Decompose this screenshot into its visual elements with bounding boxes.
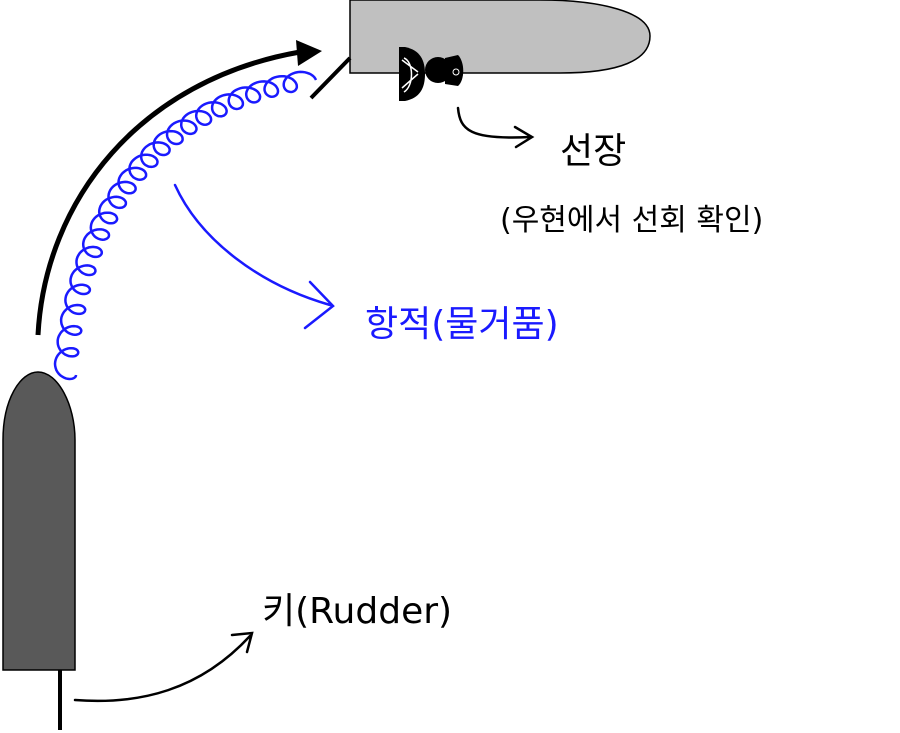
wake-spiral (53, 70, 318, 381)
ship-before-turn (2, 371, 76, 671)
ship-after-turn (349, 0, 651, 74)
rudder-label: 키(Rudder) (262, 591, 453, 632)
rudder-after-turn (309, 56, 352, 100)
captain-arrow (456, 106, 535, 149)
wake-label: 항적(물거품) (365, 304, 559, 345)
rudder-arrow (73, 631, 254, 703)
wake-arrow (173, 183, 335, 330)
turning-path-arrowhead (296, 40, 322, 66)
captain-icon (399, 47, 464, 101)
captain-note: (우현에서 선회 확인) (500, 203, 764, 238)
turning-path-arrow (35, 49, 301, 336)
captain-label: 선장 (560, 131, 627, 172)
